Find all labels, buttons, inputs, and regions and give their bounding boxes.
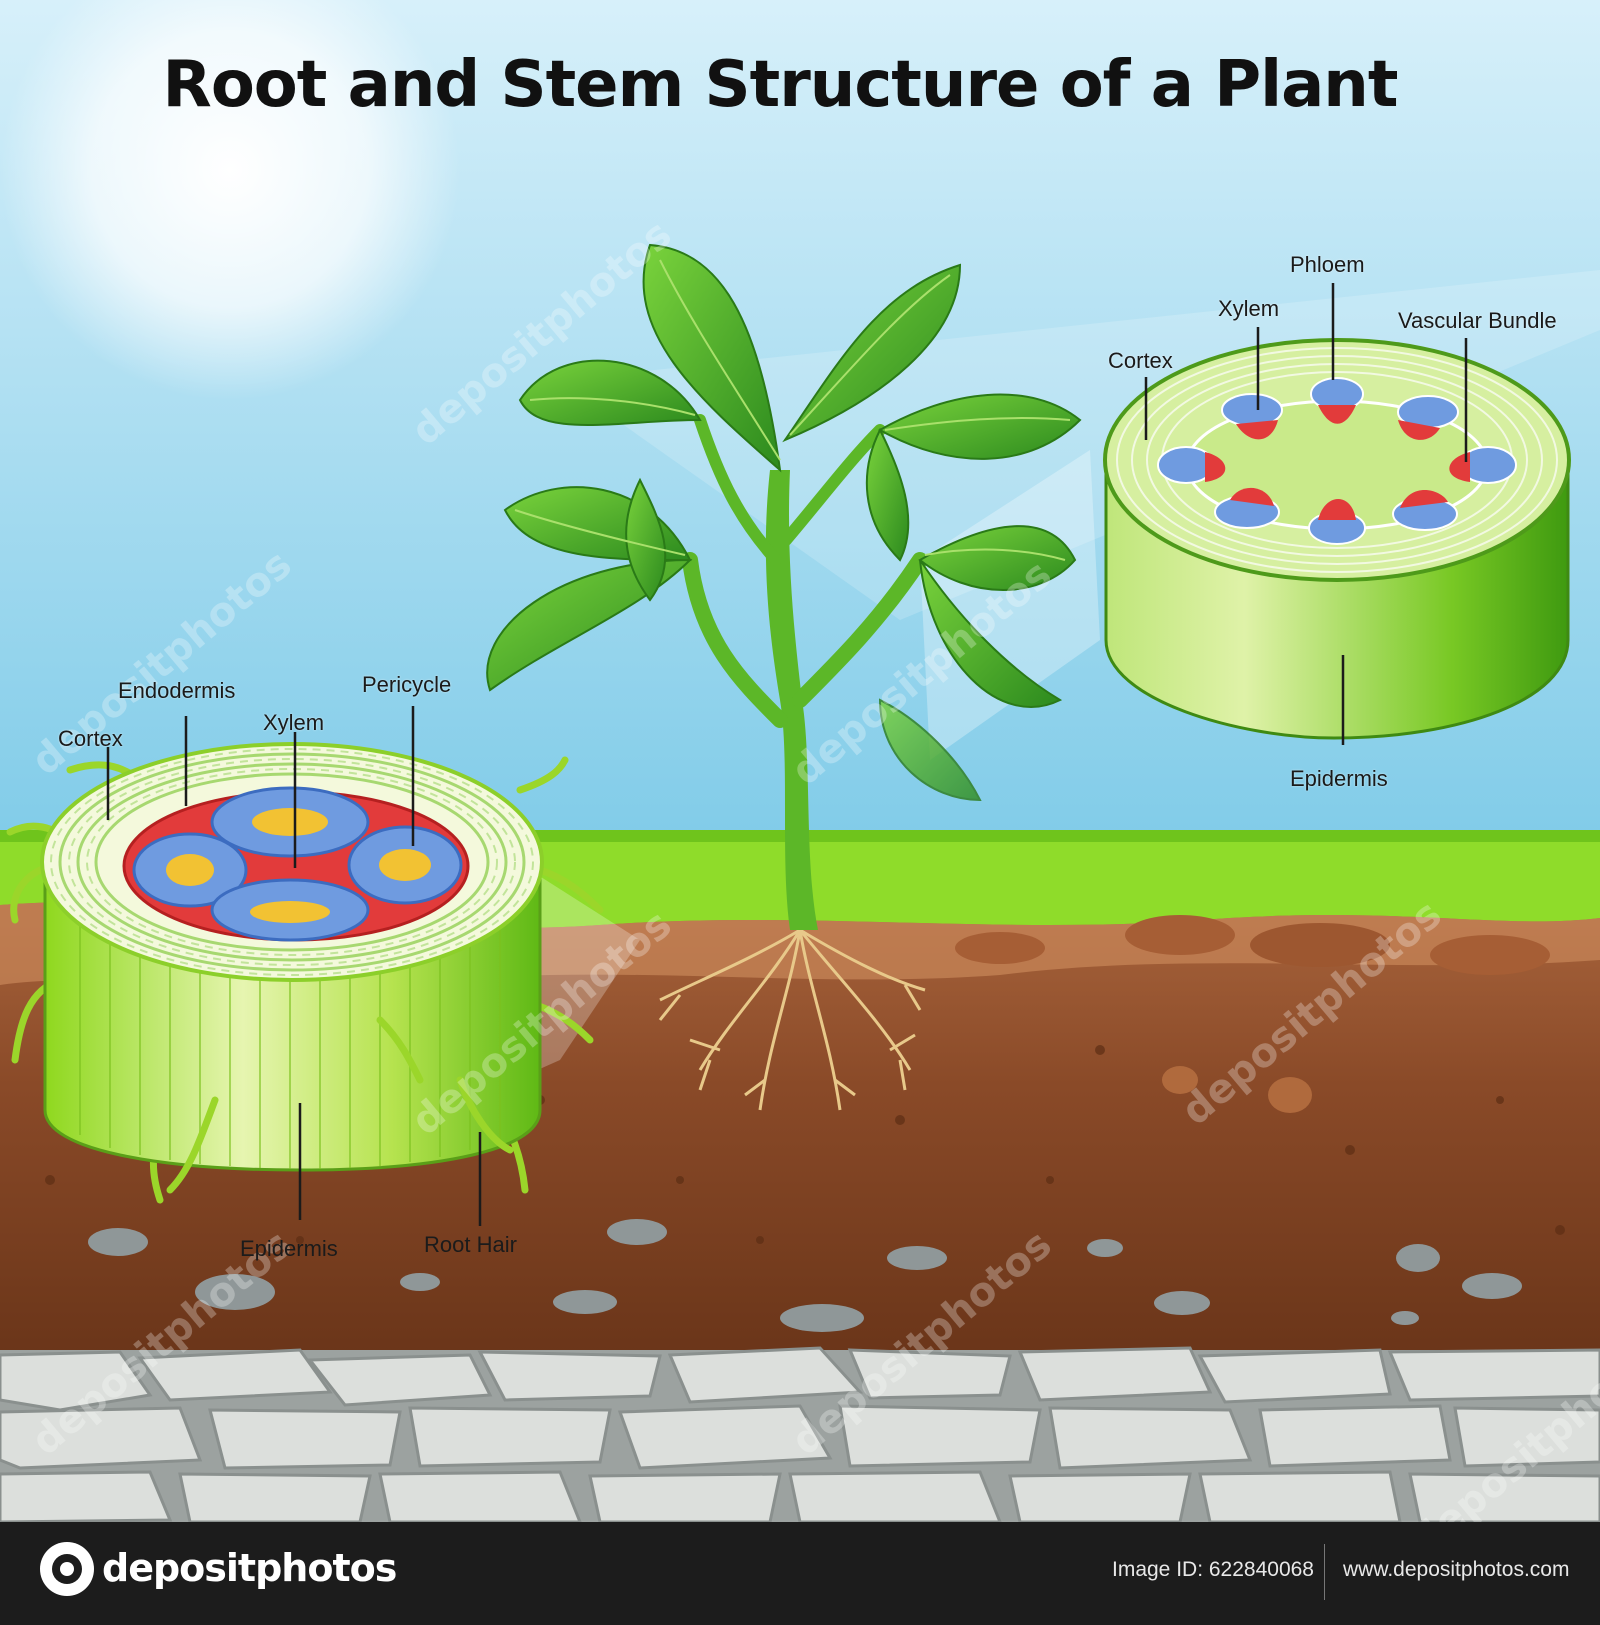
root-label-endodermis: Endodermis — [118, 678, 236, 703]
root-label-xylem: Xylem — [263, 710, 325, 735]
camera-logo-icon — [40, 1542, 94, 1596]
image-id: Image ID: 622840068 — [1112, 1558, 1314, 1581]
footer-divider — [1324, 1544, 1325, 1600]
diagram-title: Root and Stem Structure of a Plant — [162, 48, 1399, 122]
brand-name: depositphotos — [102, 1546, 397, 1590]
root-leader-lines — [106, 706, 482, 1226]
plant-leaves — [486, 243, 1082, 802]
pebbles — [88, 1219, 1522, 1332]
root-cross-section — [6, 706, 604, 1226]
stem-label-vascular-bundle: Vascular Bundle — [1398, 308, 1557, 333]
stem-label-phloem: Phloem — [1290, 252, 1365, 277]
sun — [0, 0, 460, 400]
stem-label-cortex: Cortex — [1108, 348, 1173, 373]
root-label-pericycle: Pericycle — [362, 672, 452, 697]
footer-bar: depositphotos Image ID: 622840068 www.de… — [0, 1522, 1600, 1625]
root-label-root-hair: Root Hair — [424, 1232, 517, 1257]
root-label-epidermis: Epidermis — [240, 1236, 338, 1261]
site-url[interactable]: www.depositphotos.com — [1343, 1558, 1570, 1581]
plant-roots — [658, 928, 926, 1111]
stones — [0, 1346, 1600, 1524]
stem-label-xylem: Xylem — [1218, 296, 1280, 321]
stem-leader-lines — [1144, 283, 1468, 745]
root-label-cortex: Cortex — [58, 726, 123, 751]
vascular-bundles — [1157, 377, 1517, 545]
stem-label-epidermis: Epidermis — [1290, 766, 1388, 791]
stem-cross-section — [1103, 283, 1571, 745]
plant — [486, 243, 1082, 1111]
